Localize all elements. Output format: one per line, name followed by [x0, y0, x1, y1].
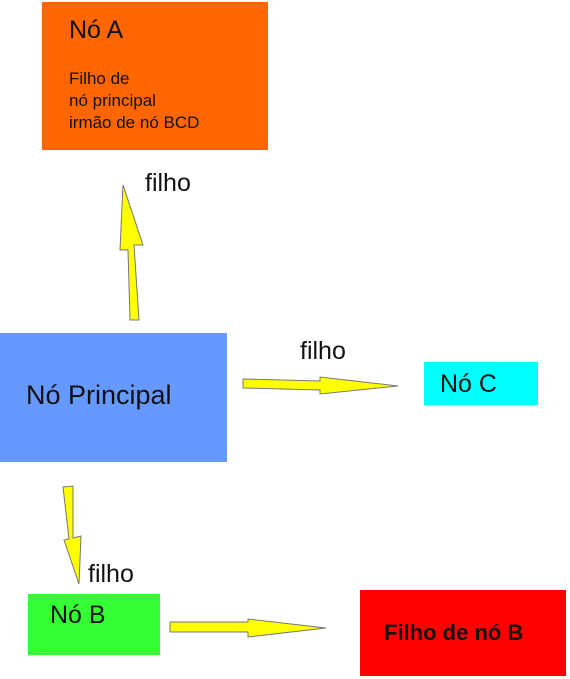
node-a-description: Filho de nó principal irmão de nó BCD — [69, 68, 199, 134]
node-a-desc-line: nó principal — [69, 91, 156, 110]
node-c-title: Nó C — [440, 370, 497, 398]
edge-label-principal-to-c: filho — [300, 337, 346, 365]
node-a-box: Nó A Filho de nó principal irmão de nó B… — [42, 2, 268, 150]
node-principal-title: Nó Principal — [26, 380, 172, 410]
node-child-b-title: Filho de nó B — [384, 620, 524, 645]
arrow-principal-to-a — [119, 184, 144, 321]
edge-label-principal-to-b: filho — [88, 560, 134, 588]
arrow-principal-to-b — [62, 485, 82, 585]
arrow-principal-to-c — [242, 376, 399, 395]
node-a-title: Nó A — [69, 16, 124, 44]
node-b-title: Nó B — [50, 601, 106, 629]
node-principal-box: Nó Principal — [0, 333, 227, 462]
node-b-box: Nó B — [28, 594, 160, 655]
node-c-box: Nó C — [424, 362, 538, 405]
node-a-desc-line: irmão de nó BCD — [69, 113, 200, 132]
edge-label-principal-to-a: filho — [145, 169, 191, 197]
node-a-desc-line: Filho de — [69, 69, 130, 88]
arrow-b-to-child-b — [169, 618, 327, 638]
node-child-b-box: Filho de nó B — [360, 590, 566, 676]
